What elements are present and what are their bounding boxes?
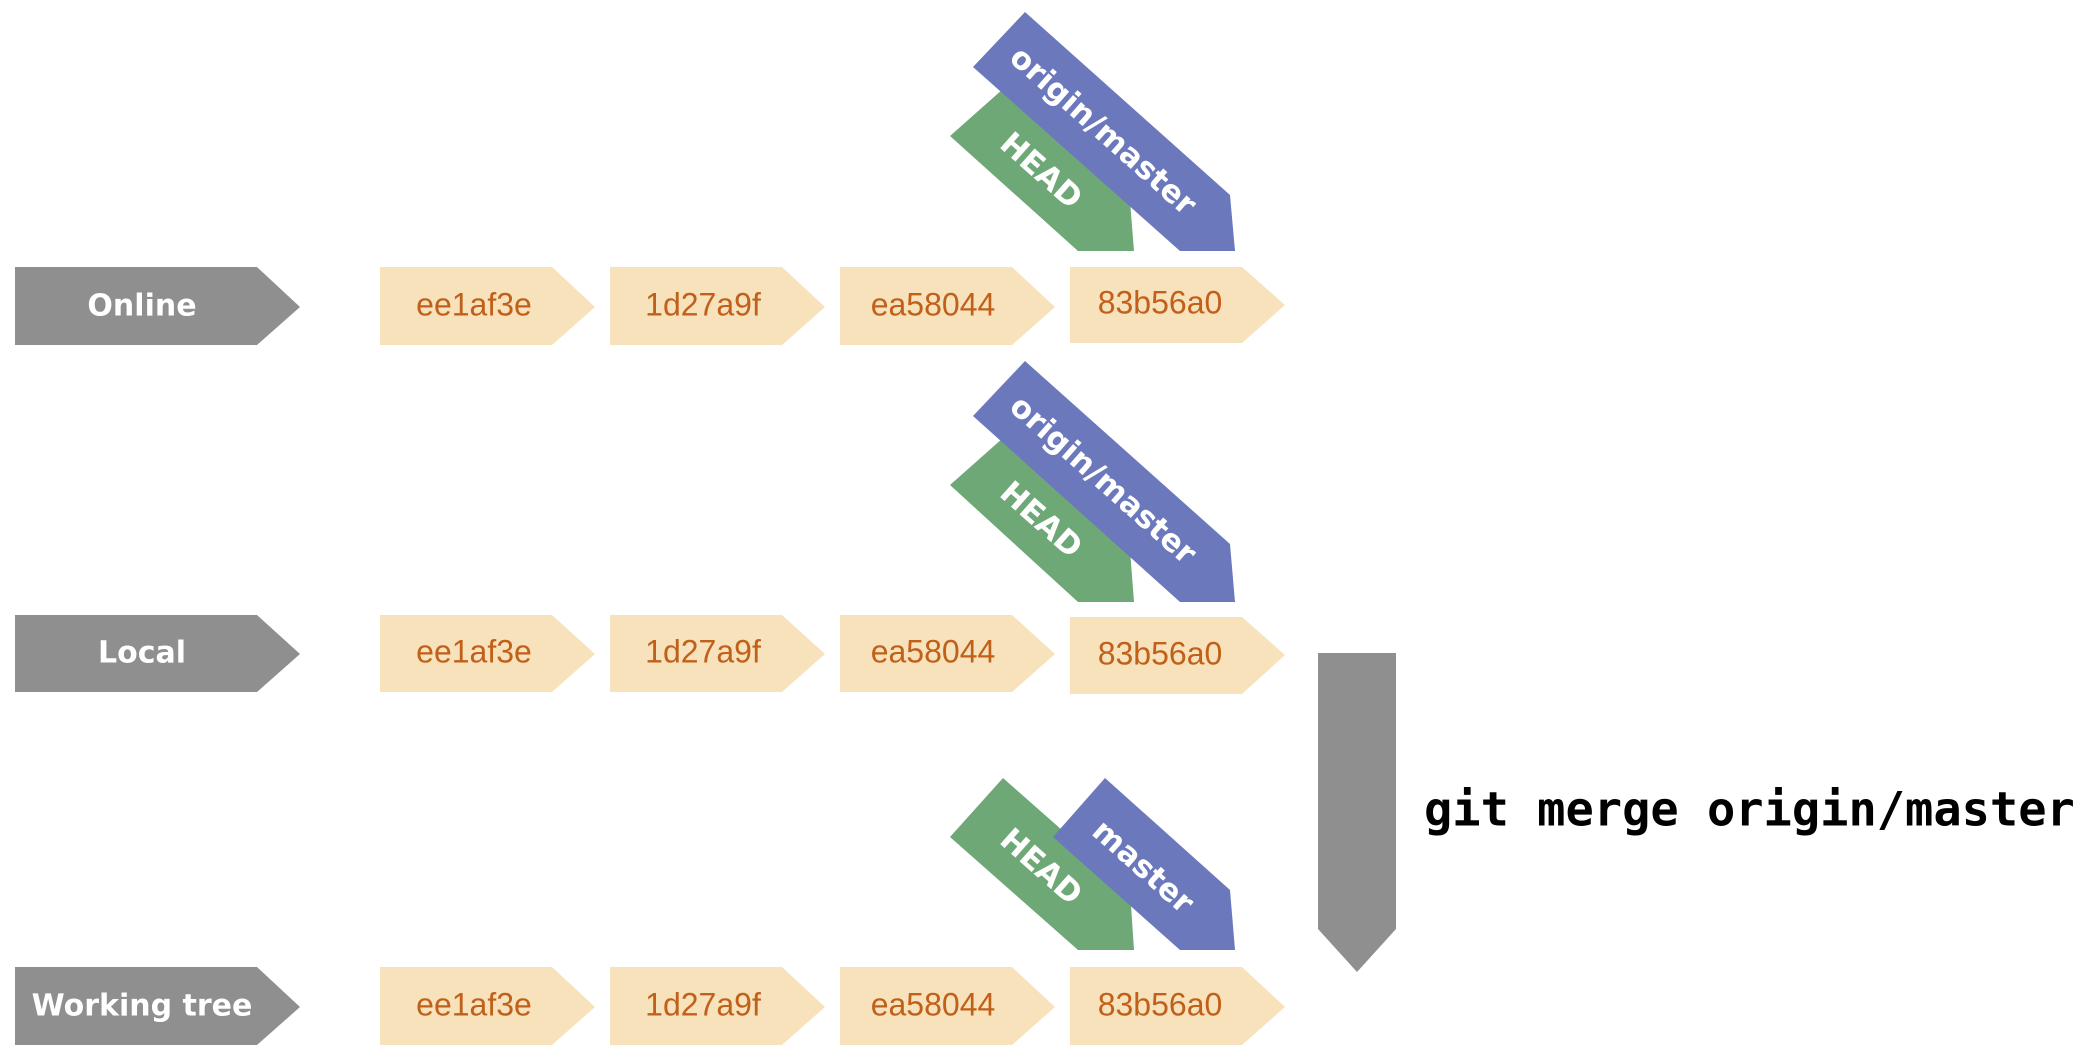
commit-hash: ee1af3e [416,286,532,322]
commit-ea58044: ea58044 [840,267,1055,345]
merge-command: git merge origin/master [1424,783,2074,838]
row-local: Local ee1af3e 1d27a9f ea58044 83b56a0 HE… [15,361,1285,694]
commit-ee1af3e: ee1af3e [380,267,595,345]
row-online: Online ee1af3e 1d27a9f ea58044 83b56a0 H… [15,12,1285,345]
row-label: Local [98,636,186,671]
commit-hash: ee1af3e [416,633,532,669]
commit-hash: 83b56a0 [1098,635,1223,671]
commit-hash: 1d27a9f [645,286,761,322]
commit-83b56a0: 83b56a0 [1070,267,1285,343]
commit-1d27a9f: 1d27a9f [610,267,825,345]
commit-hash: 83b56a0 [1098,284,1223,320]
commit-hash: ea58044 [871,286,996,322]
commit-ea58044: ea58044 [840,967,1055,1045]
commit-hash: 1d27a9f [645,633,761,669]
row-working-tree: Working tree ee1af3e 1d27a9f ea58044 83b… [15,778,1285,1045]
commit-1d27a9f: 1d27a9f [610,615,825,692]
commit-hash: ea58044 [871,986,996,1022]
row-label-tag [15,615,300,692]
commit-hash: 83b56a0 [1098,986,1223,1022]
commit-ee1af3e: ee1af3e [380,615,595,692]
row-label: Online [87,289,196,324]
commit-hash: ee1af3e [416,986,532,1022]
commit-ee1af3e: ee1af3e [380,967,595,1045]
commit-hash: 1d27a9f [645,986,761,1022]
commit-1d27a9f: 1d27a9f [610,967,825,1045]
row-label: Working tree [32,989,253,1024]
commit-83b56a0: 83b56a0 [1070,967,1285,1045]
commit-hash: ea58044 [871,633,996,669]
row-label-tag [15,267,300,345]
down-arrow-icon [1318,653,1396,972]
commit-83b56a0: 83b56a0 [1070,617,1285,694]
row-label-tag [15,967,300,1045]
commit-ea58044: ea58044 [840,615,1055,692]
